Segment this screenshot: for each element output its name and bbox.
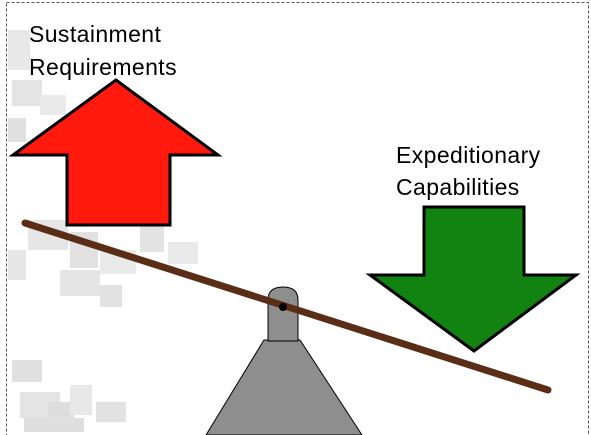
pivot-pin — [279, 303, 287, 311]
right-label: Expeditionary Capabilities — [396, 142, 547, 200]
fulcrum-post — [267, 286, 299, 342]
left-label-line2: Requirements — [29, 54, 177, 80]
dashed-frame — [6, 2, 589, 435]
fulcrum-base — [205, 339, 363, 435]
left-label-line1: Sustainment — [29, 21, 161, 47]
down-arrow-icon — [365, 205, 581, 353]
right-label-line1: Expeditionary — [396, 142, 541, 168]
up-arrow-icon — [8, 78, 223, 227]
left-label: Sustainment Requirements — [29, 21, 177, 80]
right-label-line2: Capabilities — [396, 174, 520, 200]
